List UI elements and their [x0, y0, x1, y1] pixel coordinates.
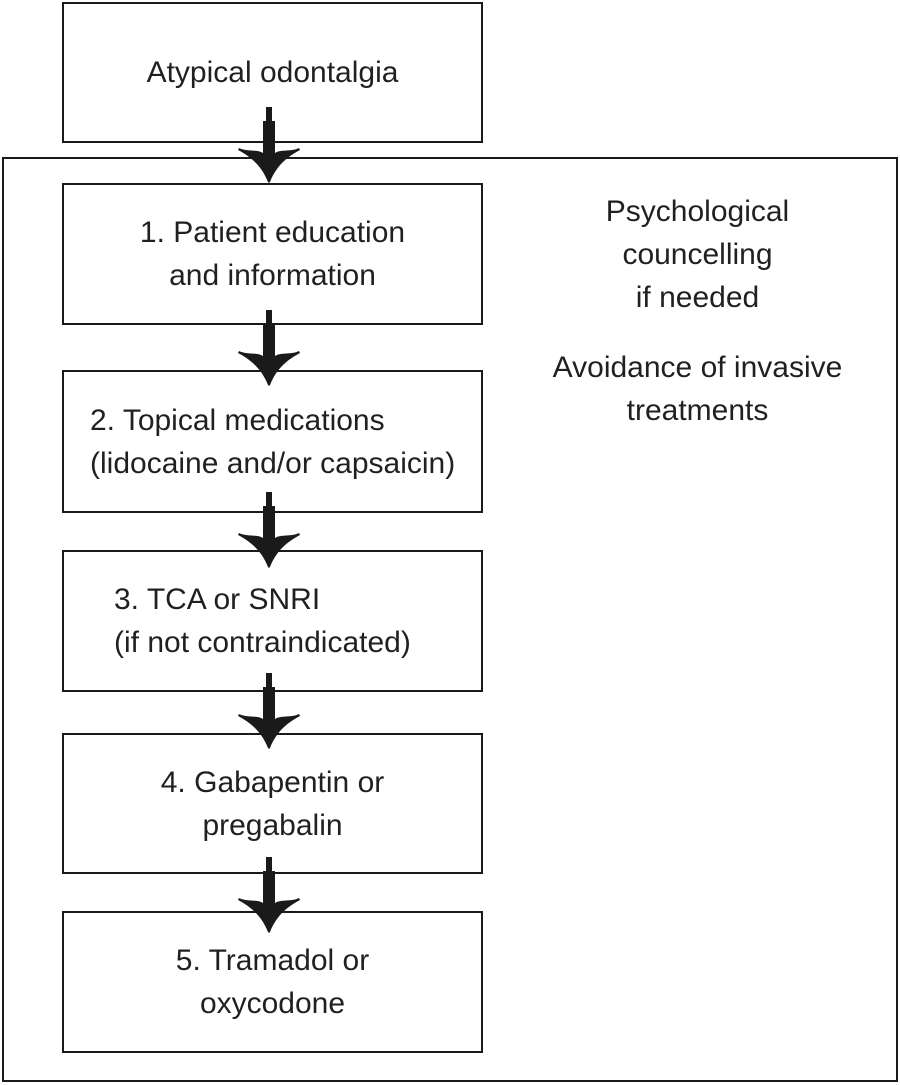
step-1-line-2: and information: [169, 259, 376, 292]
side-note-psychological-line-2: councelling: [622, 238, 773, 271]
diagnosis-label: Atypical odontalgia: [146, 56, 399, 89]
step-4-line-2: pregabalin: [202, 808, 343, 842]
step-3-line-1: 3. TCA or SNRI: [114, 583, 321, 616]
flow-box-step-5: 5. Tramadol or oxycodone: [62, 911, 483, 1053]
flow-box-step-3: 3. TCA or SNRI (if not contraindicated): [62, 550, 483, 692]
arrow-down-icon: [238, 673, 300, 749]
flow-box-step-2: 2. Topical medications (lidocaine and/or…: [62, 370, 483, 513]
step-3-line-2: (if not contraindicated): [114, 626, 411, 659]
step-5-line-1: 5. Tramadol or: [175, 944, 370, 977]
arrow-down-icon: [238, 310, 300, 386]
flow-box-step-1: 1. Patient education and information: [62, 183, 483, 325]
side-note-avoidance-line-2: treatments: [626, 394, 769, 427]
flow-box-diagnosis: Atypical odontalgia: [62, 2, 483, 143]
step-4-line-1: 4. Gabapentin or: [160, 765, 385, 799]
side-note-avoidance-line-1: Avoidance of invasive: [552, 351, 843, 384]
arrow-down-icon: [238, 107, 300, 183]
step-5-line-2: oxycodone: [199, 987, 346, 1020]
side-note-psychological-line-3: if needed: [635, 281, 760, 314]
step-2-line-1: 2. Topical medications: [90, 403, 385, 437]
side-note-psychological-line-1: Psychological: [605, 195, 790, 228]
side-note-psychological: Psychological councelling if needed: [505, 190, 890, 319]
arrow-down-icon: [238, 857, 300, 933]
arrow-down-icon: [238, 492, 300, 568]
side-note-avoidance: Avoidance of invasive treatments: [505, 346, 890, 432]
flow-box-step-4: 4. Gabapentin or pregabalin: [62, 733, 483, 874]
step-2-line-2: (lidocaine and/or capsaicin): [90, 446, 456, 480]
step-1-line-1: 1. Patient education: [139, 216, 406, 249]
